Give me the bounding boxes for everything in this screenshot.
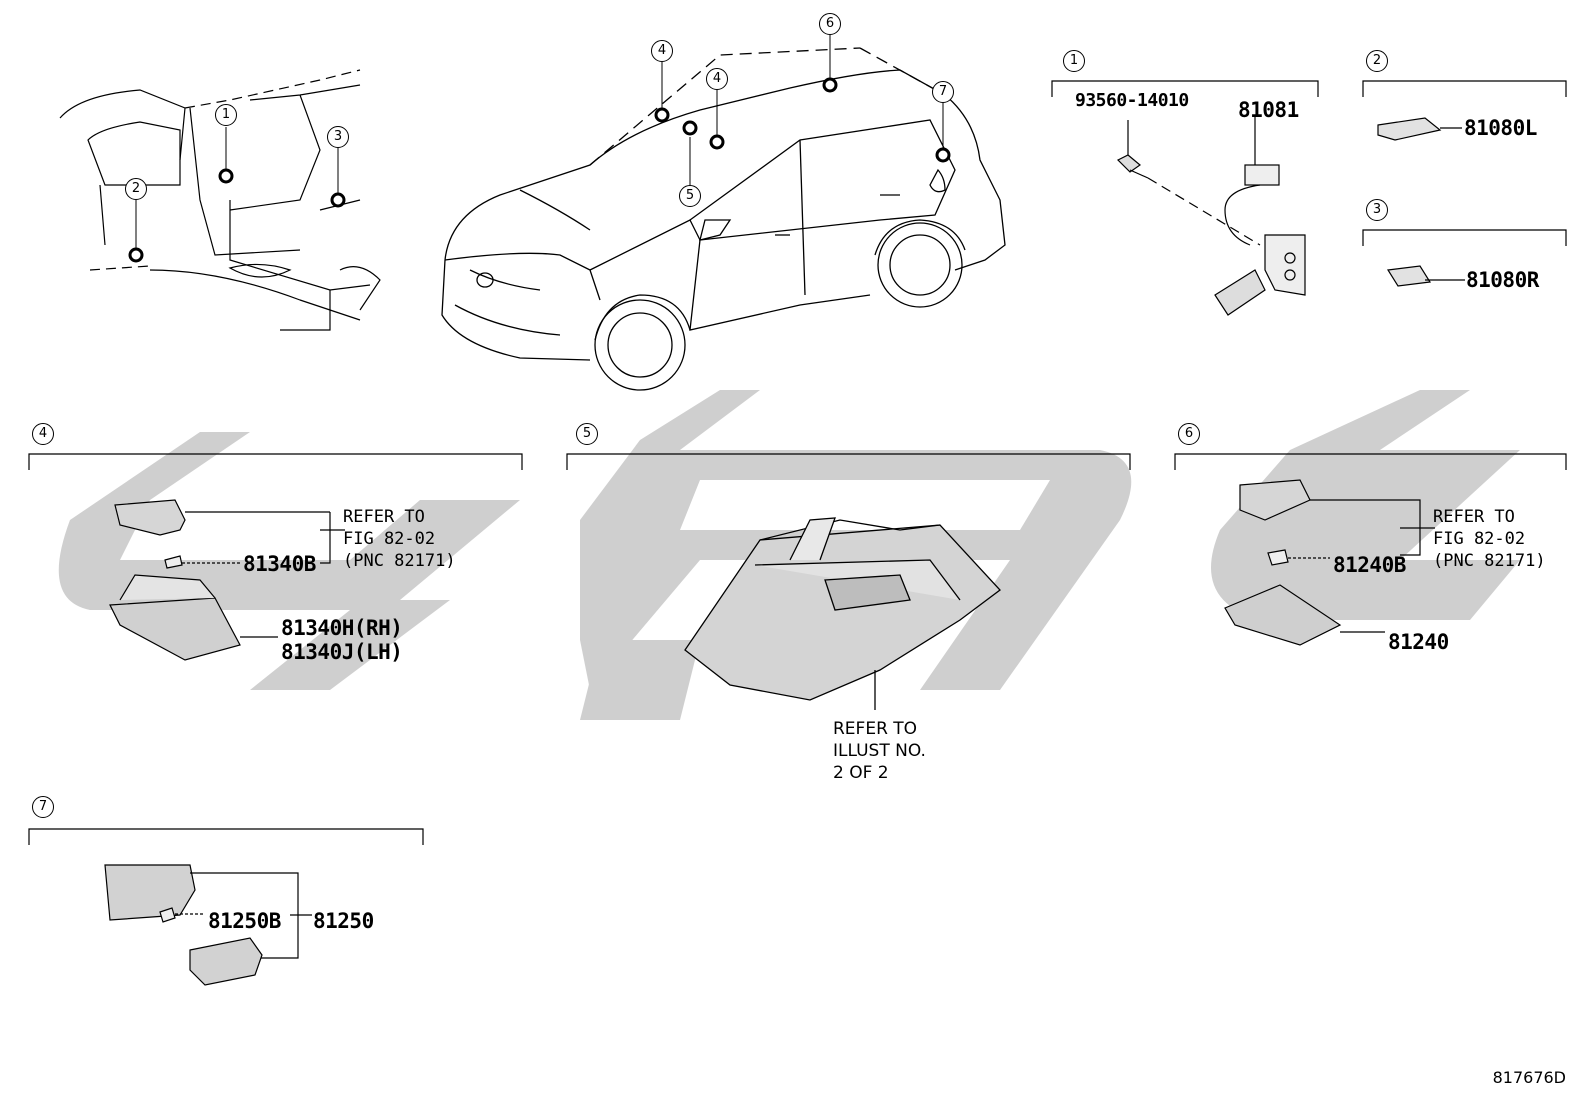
callout-7-rear: 7 bbox=[932, 81, 954, 103]
part-label-81081[interactable]: 81081 bbox=[1238, 98, 1299, 122]
callout-3-dashboard: 3 bbox=[327, 126, 349, 148]
part-label-81340H-rh[interactable]: 81340H(RH) bbox=[281, 616, 403, 640]
section-2-number: 2 bbox=[1366, 50, 1388, 72]
callout-4-roof-a: 4 bbox=[651, 40, 673, 62]
callout-4-roof-b: 4 bbox=[706, 68, 728, 90]
section-6-refer-line-1: REFER TO bbox=[1433, 507, 1515, 527]
part-label-81240[interactable]: 81240 bbox=[1388, 630, 1449, 654]
section-4-number: 4 bbox=[32, 423, 54, 445]
section-1-number: 1 bbox=[1063, 50, 1085, 72]
section-7-number: 7 bbox=[32, 796, 54, 818]
diagram-id: 817676D bbox=[1492, 1068, 1566, 1087]
callout-1-dashboard: 1 bbox=[215, 104, 237, 126]
part-label-93560-14010[interactable]: 93560-14010 bbox=[1075, 90, 1189, 111]
part-81080R-sensor bbox=[1386, 265, 1465, 287]
part-81340-vanity-lamp bbox=[109, 499, 345, 661]
section-4-refer-line-3: (PNC 82171) bbox=[343, 551, 456, 571]
section-5-number: 5 bbox=[576, 423, 598, 445]
part-label-81240B[interactable]: 81240B bbox=[1333, 553, 1406, 577]
part-label-81340B[interactable]: 81340B bbox=[243, 552, 316, 576]
section-3-number: 3 bbox=[1366, 199, 1388, 221]
interior-dashboard-sketch bbox=[59, 69, 381, 331]
part-label-81250[interactable]: 81250 bbox=[313, 909, 374, 933]
section-5-refer-line-2: ILLUST NO. bbox=[833, 741, 926, 761]
section-6-refer-line-3: (PNC 82171) bbox=[1433, 551, 1546, 571]
part-label-81080L[interactable]: 81080L bbox=[1464, 116, 1537, 140]
section-5-refer-line-1: REFER TO bbox=[833, 719, 918, 739]
callout-6-roof: 6 bbox=[819, 13, 841, 35]
callout-5-roof: 5 bbox=[679, 185, 701, 207]
callout-2-dashboard: 2 bbox=[125, 178, 147, 200]
vehicle-outline bbox=[441, 47, 1006, 391]
part-81250-cargo-lamp bbox=[104, 864, 312, 986]
section-4-refer-line-1: REFER TO bbox=[343, 507, 425, 527]
location-markers bbox=[128, 77, 951, 263]
part-81080L-sensor bbox=[1377, 117, 1462, 141]
part-label-81340J-lh[interactable]: 81340J(LH) bbox=[281, 640, 403, 664]
part-81081-switch-assembly bbox=[1116, 115, 1306, 316]
part-label-81250B[interactable]: 81250B bbox=[208, 909, 281, 933]
section-brackets bbox=[28, 80, 1567, 845]
part-label-81080R[interactable]: 81080R bbox=[1466, 268, 1539, 292]
part-81240-dome-lamp bbox=[1224, 479, 1435, 646]
section-4-refer-line-2: FIG 82-02 bbox=[343, 529, 436, 549]
section-6-number: 6 bbox=[1178, 423, 1200, 445]
section-6-refer-line-2: FIG 82-02 bbox=[1433, 529, 1526, 549]
callout-leaders bbox=[135, 35, 944, 248]
section-5-refer-line-3: 2 OF 2 bbox=[833, 763, 889, 783]
part-map-lamp-assembly bbox=[684, 517, 1001, 710]
